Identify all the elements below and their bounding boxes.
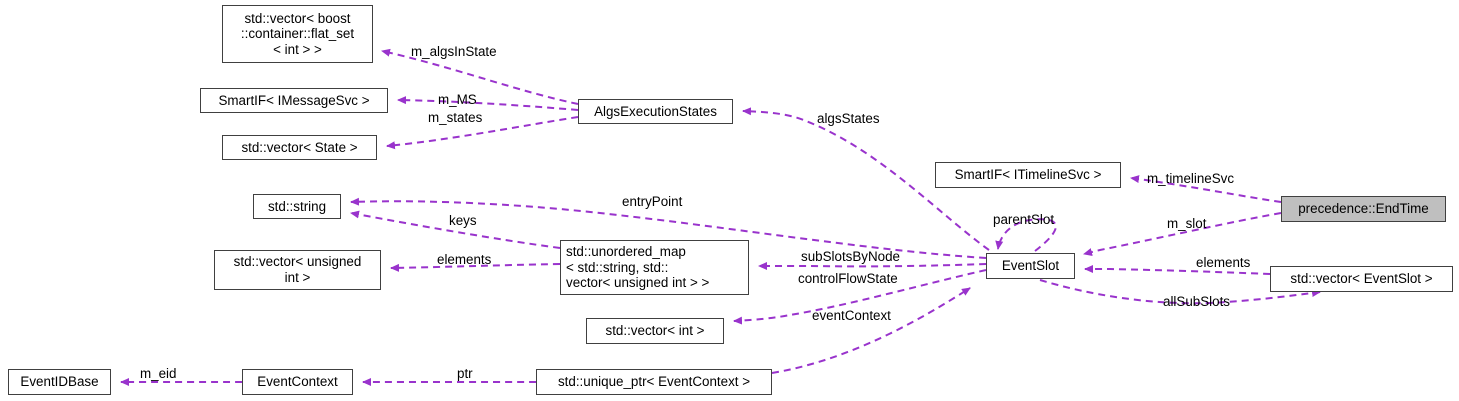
node-smartif-itimelinesvc[interactable]: SmartIF< ITimelineSvc > <box>935 162 1121 188</box>
edge-label-m-MS: m_MS <box>438 92 477 107</box>
edge-label-controlFlowState: controlFlowState <box>798 271 898 286</box>
edge-m-MS <box>397 96 579 111</box>
edge-label-algsStates: algsStates <box>817 111 880 126</box>
edge-label-m-slot: m_slot <box>1167 216 1207 231</box>
node-event-context[interactable]: EventContext <box>242 369 353 395</box>
edge-label-elements-eventslot: elements <box>1196 255 1251 270</box>
node-precedence-endtime[interactable]: precedence::EndTime <box>1281 196 1446 222</box>
node-label: precedence::EndTime <box>1298 201 1429 217</box>
node-label: std::vector< State > <box>241 139 358 155</box>
node-vector-state[interactable]: std::vector< State > <box>222 135 377 160</box>
edge-label-ptr: ptr <box>457 366 473 381</box>
node-label: SmartIF< IMessageSvc > <box>218 92 370 108</box>
edge-label-m-algsInState: m_algsInState <box>411 44 497 59</box>
edge-label-subSlotsByNode: subSlotsByNode <box>801 249 900 264</box>
node-label: std::unordered_map < std::string, std:: … <box>566 244 710 291</box>
node-label: AlgsExecutionStates <box>594 103 717 119</box>
edge-m-states <box>386 116 579 150</box>
edge-label-elements-uint: elements <box>437 252 492 267</box>
edge-label-m-states: m_states <box>428 110 483 125</box>
node-unordered-map[interactable]: std::unordered_map < std::string, std:: … <box>560 240 749 295</box>
edge-label-parentSlot: parentSlot <box>993 212 1055 227</box>
node-vector-eventslot[interactable]: std::vector< EventSlot > <box>1270 266 1453 292</box>
node-vector-int[interactable]: std::vector< int > <box>586 318 724 344</box>
node-label: EventIDBase <box>20 374 99 390</box>
node-label: std::unique_ptr< EventContext > <box>557 374 751 390</box>
edge-label-keys: keys <box>449 213 477 228</box>
edge-label-entryPoint: entryPoint <box>622 194 683 209</box>
node-label: EventContext <box>257 374 338 390</box>
node-algs-execution-states[interactable]: AlgsExecutionStates <box>578 99 733 124</box>
node-label: EventSlot <box>1001 258 1060 274</box>
edge-label-m-eid: m_eid <box>140 366 177 381</box>
node-event-id-base[interactable]: EventIDBase <box>8 369 111 395</box>
node-std-string[interactable]: std::string <box>253 194 341 219</box>
node-label: std::vector< boost ::container::flat_set… <box>240 10 355 57</box>
node-unique-ptr-eventcontext[interactable]: std::unique_ptr< EventContext > <box>536 369 772 395</box>
node-label: std::vector< unsigned int > <box>233 254 362 285</box>
edge-label-eventContext: eventContext <box>812 308 891 323</box>
node-label: std::vector< EventSlot > <box>1290 271 1433 287</box>
edge-label-m-timelineSvc: m_timelineSvc <box>1147 171 1235 186</box>
node-label: std::string <box>267 198 327 214</box>
node-label: std::vector< int > <box>605 323 705 339</box>
edge-eventContext <box>771 287 971 374</box>
edge-label-allSubSlots: allSubSlots <box>1163 294 1230 309</box>
node-smartif-imessagesvc[interactable]: SmartIF< IMessageSvc > <box>200 88 388 113</box>
node-event-slot[interactable]: EventSlot <box>986 253 1075 279</box>
node-label: SmartIF< ITimelineSvc > <box>954 167 1102 183</box>
edge-subSlotsByNode <box>758 262 987 270</box>
node-vector-flat-set[interactable]: std::vector< boost ::container::flat_set… <box>222 5 373 63</box>
node-vector-unsigned-int[interactable]: std::vector< unsigned int > <box>214 250 381 290</box>
